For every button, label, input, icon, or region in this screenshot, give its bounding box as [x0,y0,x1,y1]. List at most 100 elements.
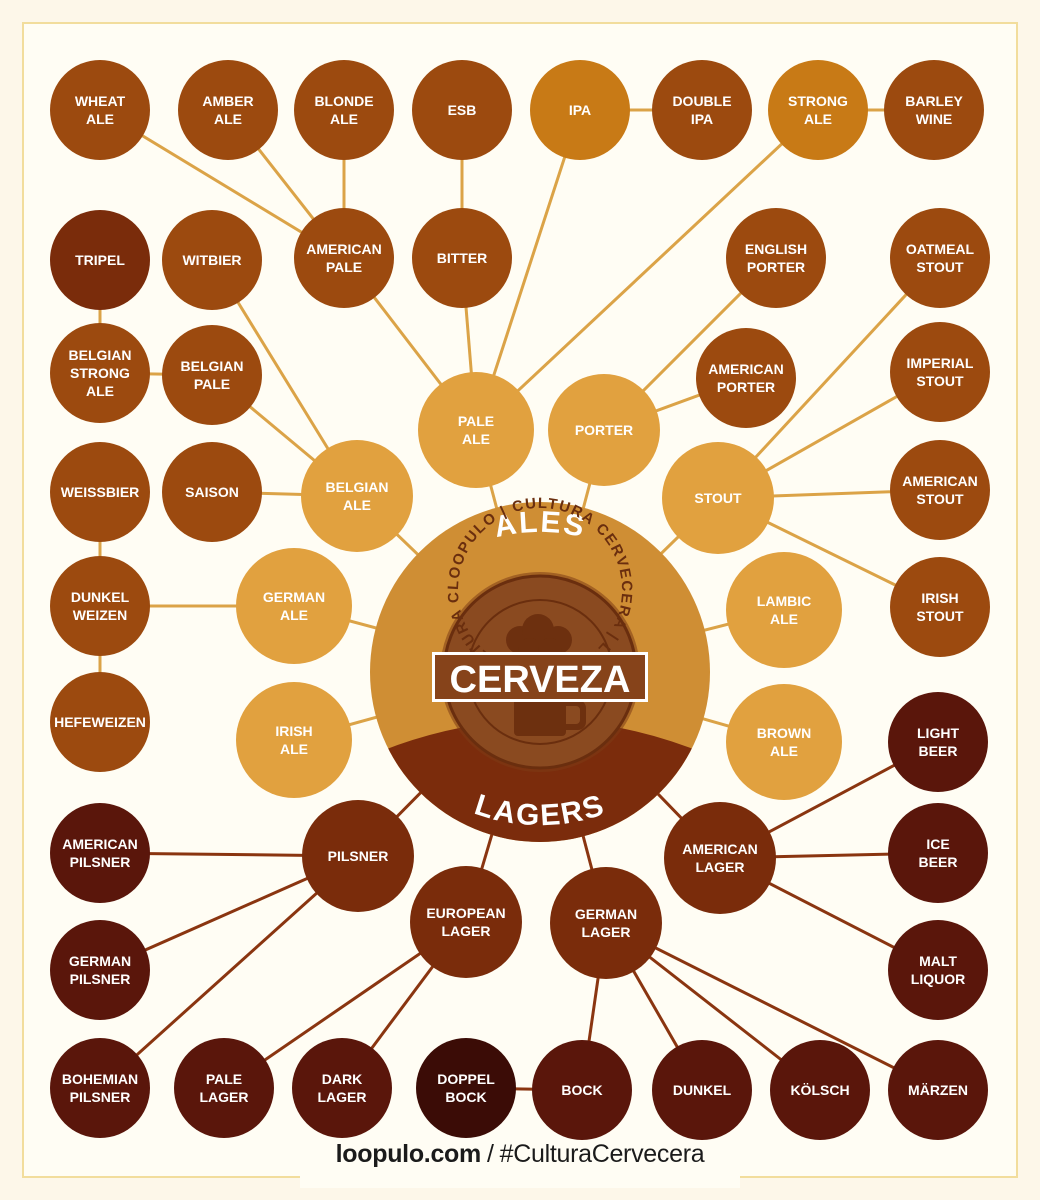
node-circle [770,1040,870,1140]
node-label: WITBIER [182,252,241,268]
node-label: IRISH [275,723,312,739]
node-circle [888,1040,988,1140]
node-label: GERMAN [263,589,325,605]
footer-site[interactable]: loopulo.com [335,1140,482,1168]
node-witbier: WITBIER [162,210,262,310]
node-label: GERMAN [575,906,637,922]
node-bock: BOCK [532,1040,632,1140]
node-label: ENGLISH [745,241,807,257]
node-circle [162,325,262,425]
node-label: LAGER [318,1089,367,1105]
node-circle [890,557,990,657]
node-label: BEER [919,743,958,759]
node-label: ALE [343,497,371,513]
node-pilsner: PILSNER [302,800,414,912]
node-label: MÄRZEN [908,1082,968,1098]
node-circle [301,440,413,552]
node-light-beer: LIGHT BEER [888,692,988,792]
node-label: BELGIAN [69,347,132,363]
node-label: IPA [691,111,713,127]
node-saison: SAISON [162,442,262,542]
node-belgian-strong-ale: BELGIAN STRONG ALE [50,323,150,423]
node-circle [890,208,990,308]
node-label: AMERICAN [902,473,977,489]
node-circle [292,1038,392,1138]
node-label: LAGER [442,923,491,939]
node-circle [652,60,752,160]
node-stout: STOUT [662,442,774,554]
node-label: KÖLSCH [790,1082,849,1098]
node-label: DUNKEL [71,589,130,605]
node-label: DOUBLE [672,93,731,109]
node-german-ale: GERMAN ALE [236,548,352,664]
node-label: ALE [770,611,798,627]
node-label: BLONDE [314,93,373,109]
link-bohemian_pilsner-pilsner [98,854,360,1090]
node-label: ALE [280,607,308,623]
node-circle [174,1038,274,1138]
node-label: STRONG [788,93,848,109]
node-label: DARK [322,1071,362,1087]
node-circle [888,692,988,792]
node-tripel: TRIPEL [50,210,150,310]
node-label: EUROPEAN [426,905,505,921]
node-dark-lager: DARK LAGER [292,1038,392,1138]
node-label: LAMBIC [757,593,811,609]
node-european-lager: EUROPEAN LAGER [410,866,522,978]
node-circle [294,208,394,308]
footer: loopulo.com/#CulturaCervecera [0,1140,1040,1169]
node-label: BOCK [561,1082,602,1098]
node-label: PILSNER [70,854,131,870]
node-circle [890,322,990,422]
node-circle [302,800,414,912]
node-label: ICE [926,836,949,852]
node-circle [532,1040,632,1140]
node-circle [548,374,660,486]
node-label: AMERICAN [682,841,757,857]
node-circle [696,328,796,428]
node-esb: ESB [412,60,512,160]
node-label: PALE [458,413,494,429]
node-lambic-ale: LAMBIC ALE [726,552,842,668]
node-circle [50,1038,150,1138]
node-circle [50,323,150,423]
node-label: DOPPEL [437,1071,495,1087]
node-label: LAGER [696,859,745,875]
node-label: WHEAT [75,93,126,109]
node-label: STOUT [694,490,742,506]
node-circle [550,867,662,979]
node-circle [162,210,262,310]
node-circle [726,552,842,668]
node-label: STOUT [916,491,964,507]
node-label: BOCK [445,1089,486,1105]
link-marzen-german_lager [605,921,939,1092]
node-label: ALE [86,383,114,399]
node-circle [50,803,150,903]
node-label: BROWN [757,725,811,741]
node-label: IRISH [921,590,958,606]
node-circle [412,208,512,308]
node-label: AMERICAN [306,241,381,257]
node-circle [50,60,150,160]
node-label: LAGER [582,924,631,940]
node-doppel-bock: DOPPEL BOCK [416,1038,516,1138]
node-circle [888,803,988,903]
node-circle [726,208,826,308]
node-circle [652,1040,752,1140]
node-label: LIGHT [917,725,959,741]
node-double-ipa: DOUBLE IPA [652,60,752,160]
node-label: STRONG [70,365,130,381]
node-circle [294,60,394,160]
node-label: PILSNER [328,848,389,864]
